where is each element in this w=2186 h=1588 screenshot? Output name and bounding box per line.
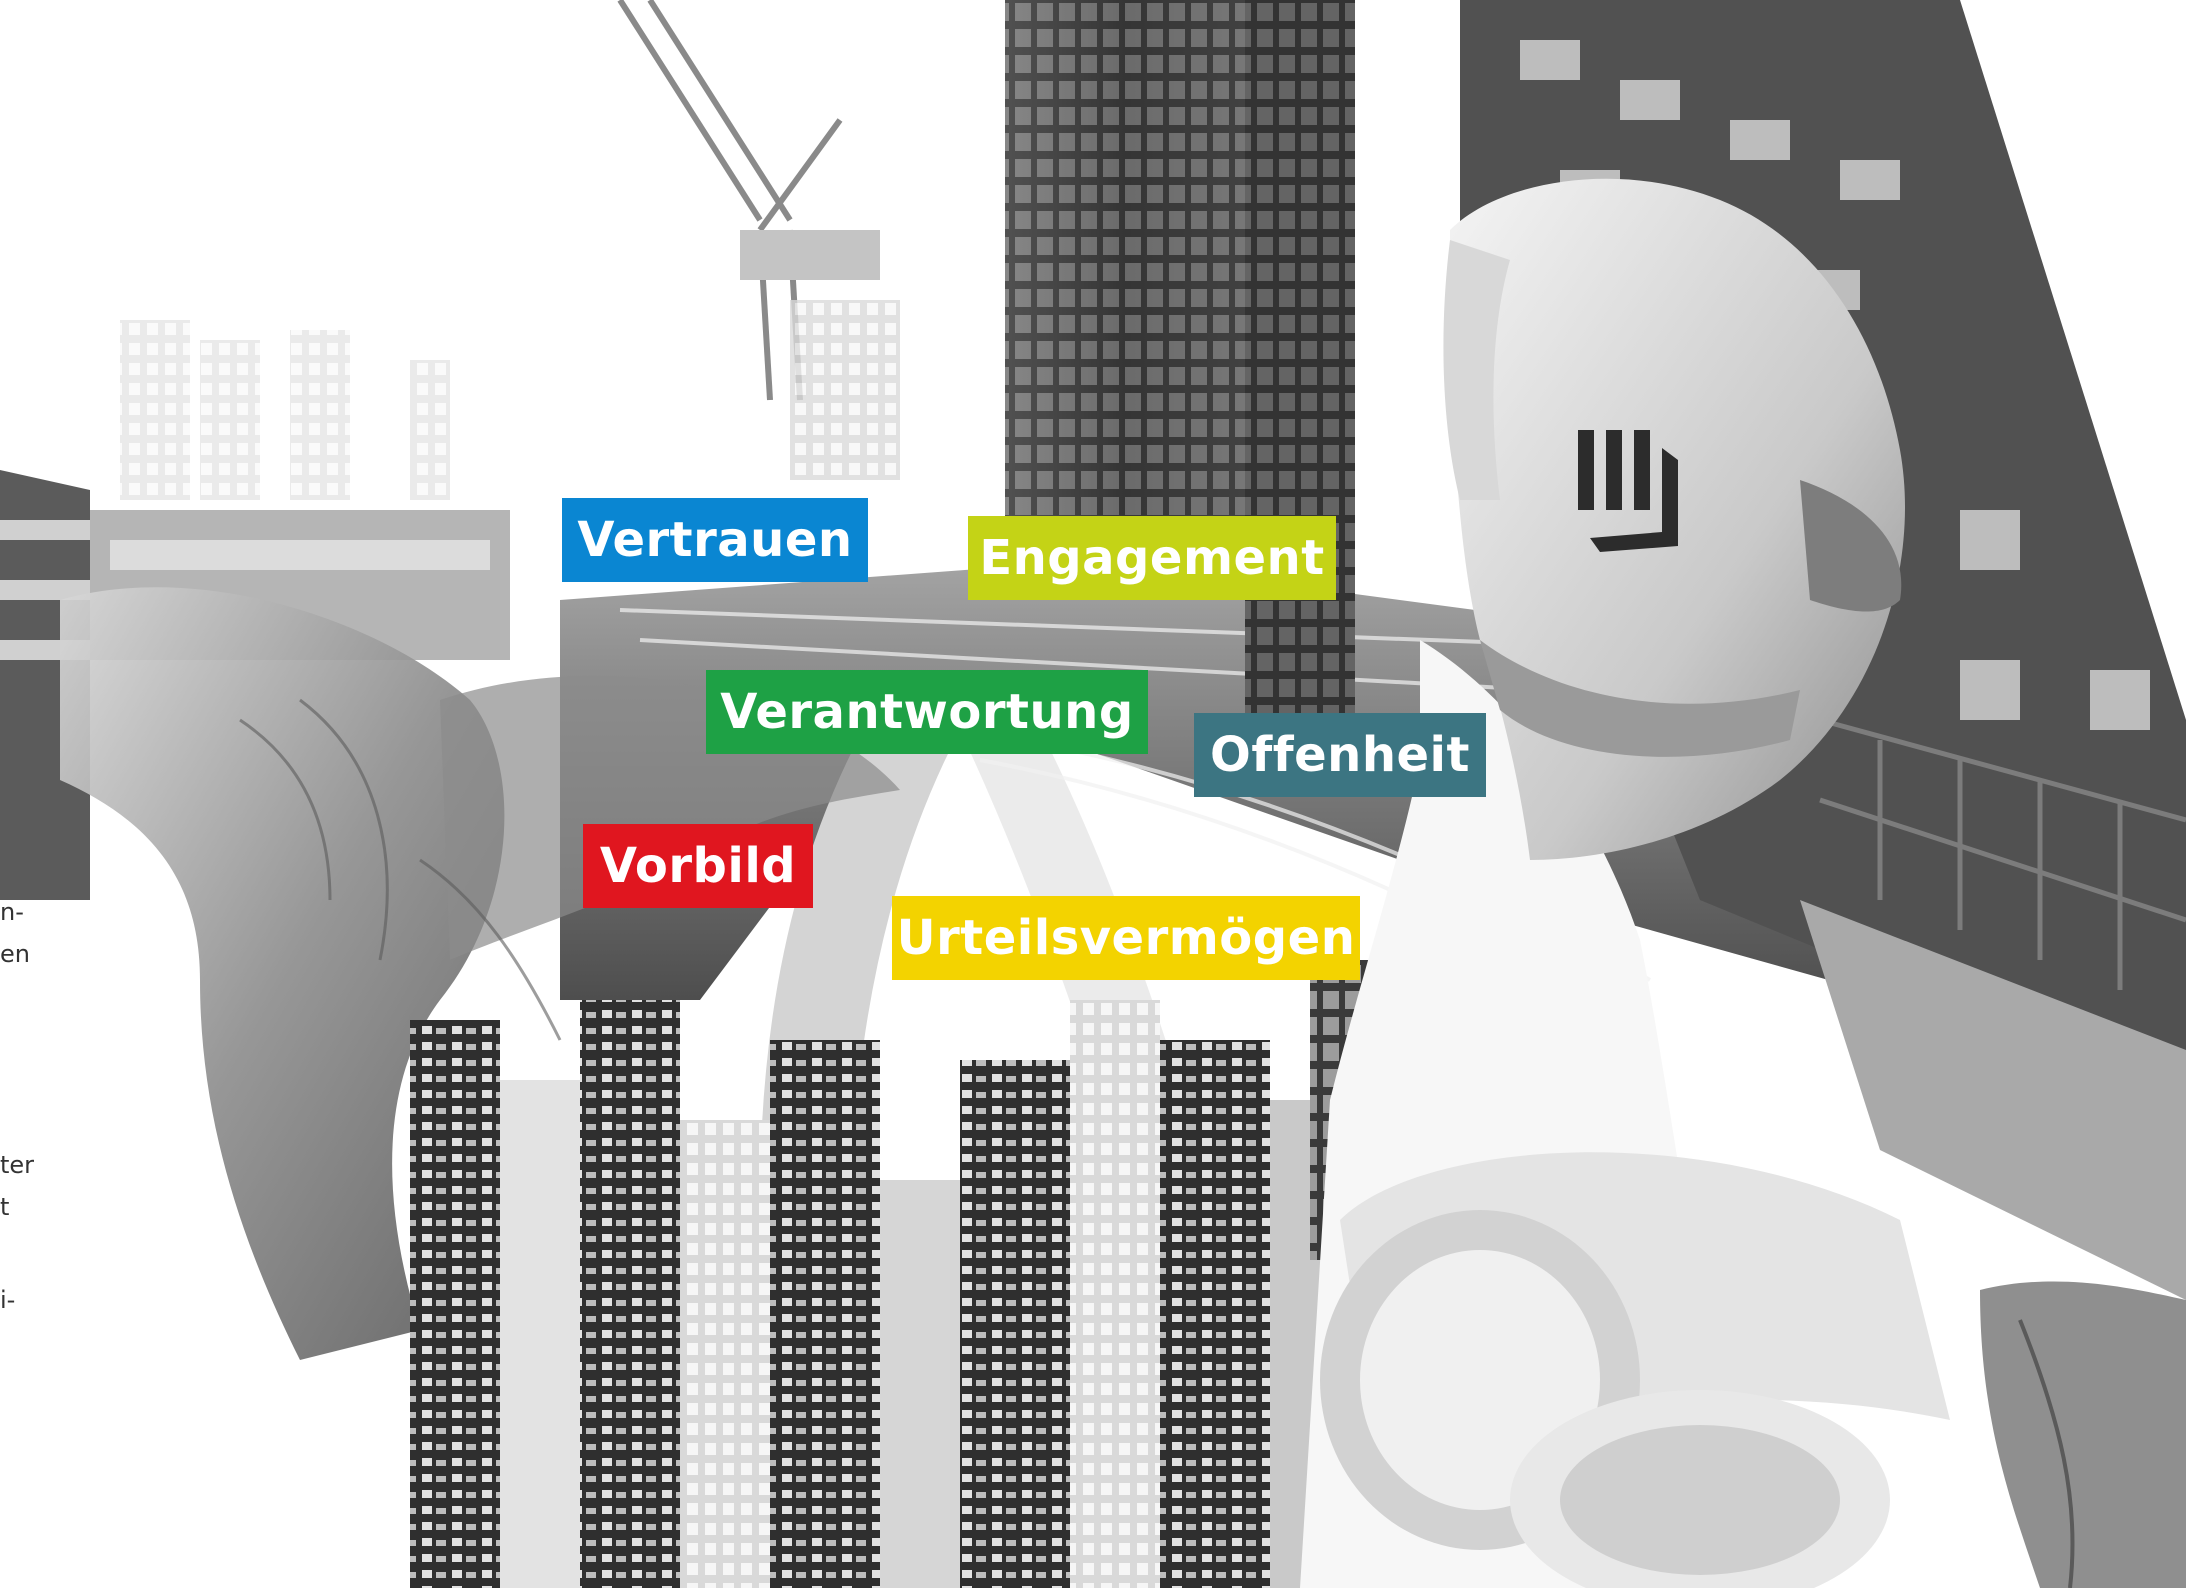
value-label-urteilsvermoegen: Urteilsvermögen [892,896,1360,980]
value-label-offenheit: Offenheit [1194,713,1486,797]
value-label-verantwortung: Verantwortung [706,670,1148,754]
left-text-fragment: n- [0,898,24,926]
left-text-fragment: i- [0,1286,16,1314]
left-text-fragment: t [0,1193,10,1221]
value-label-engagement: Engagement [968,516,1336,600]
left-text-fragment: ter [0,1151,35,1179]
value-label-vorbild: Vorbild [583,824,813,908]
left-text-fragment: en [0,940,30,968]
value-label-vertrauen: Vertrauen [562,498,868,582]
